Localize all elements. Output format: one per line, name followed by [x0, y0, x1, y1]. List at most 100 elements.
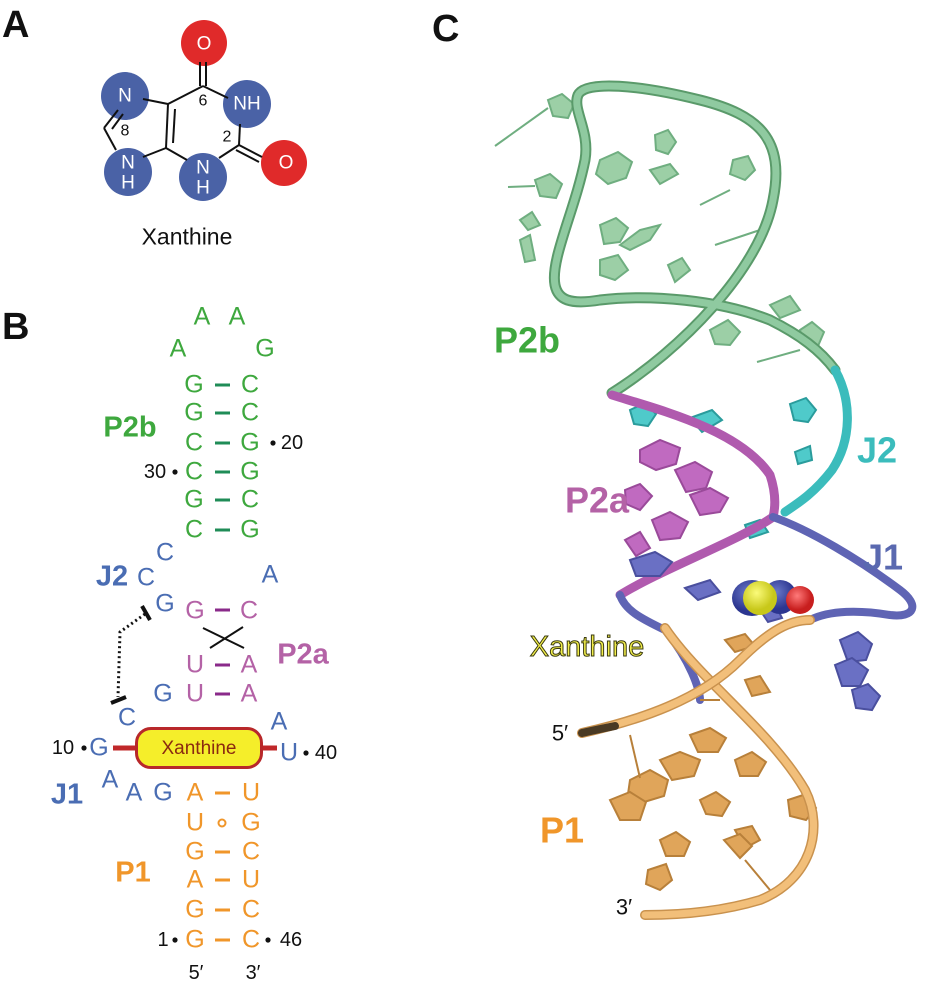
nucleotide: C: [184, 457, 204, 486]
nucleotide: A: [270, 707, 288, 736]
atom-circle-n3: [179, 153, 227, 201]
atom-n9: N: [121, 153, 135, 174]
nucleotide: C: [239, 596, 259, 625]
nucleotide: G: [241, 808, 261, 837]
interaction-tick-top: [140, 605, 152, 621]
p2b-label: P2b: [494, 320, 560, 361]
nucleotide: C: [241, 895, 261, 924]
p2b-sugar-links: [494, 107, 801, 363]
nucleotide: A: [186, 865, 204, 894]
atom-circle-n1: [223, 80, 271, 128]
number-dots: [81, 440, 309, 943]
nucleotide: U: [185, 679, 205, 708]
residue-number-46: 46: [279, 929, 303, 951]
nucleotide: G: [184, 398, 204, 427]
p1-label: P1: [540, 810, 584, 851]
xanthine-ligand-box: Xanthine: [135, 727, 263, 769]
atom-circle-n9: [104, 148, 152, 196]
p2b-backbone: [550, 82, 839, 397]
bonds: [103, 62, 263, 163]
molecule-name: Xanthine: [141, 223, 233, 250]
residue-number-40: 40: [314, 742, 338, 764]
nucleotide: G: [153, 679, 173, 708]
wobble-pair-circle: [217, 818, 227, 828]
nucleotide: G: [153, 778, 173, 807]
nucleotide: A: [125, 778, 143, 807]
p1-backbone-3: [641, 624, 818, 919]
position-6: 6: [199, 93, 208, 110]
nucleotide: G: [240, 457, 260, 486]
nucleotide: C: [136, 563, 156, 592]
nucleotide: G: [185, 895, 205, 924]
j1-label: J1: [863, 537, 903, 578]
panel-c-label: C: [432, 8, 460, 50]
p1-pair-dashes: [215, 791, 230, 942]
nucleotide: C: [184, 515, 204, 544]
nucleotide: C: [240, 370, 260, 399]
p2b-backbone-outline: [548, 80, 841, 399]
nucleotide: A: [240, 650, 258, 679]
atom-circle-o2: [261, 140, 307, 186]
nucleotide: C: [241, 925, 261, 954]
p2b-pair-dashes: [215, 383, 230, 532]
nucleotide: G: [89, 733, 109, 762]
nucleotide: C: [184, 428, 204, 457]
nucleotide: G: [185, 596, 205, 625]
three-prime-label: 3′: [616, 895, 632, 920]
p2a-label: P2a: [565, 480, 630, 521]
xanthine-label: Xanthine: [530, 631, 645, 663]
p2a-pair-dashes: [215, 608, 230, 696]
nucleotide: C: [155, 538, 175, 567]
five-prime-label: 5′: [552, 721, 568, 746]
atom-n7: N: [118, 86, 132, 107]
nucleotide: C: [241, 837, 261, 866]
nucleotide: C: [240, 398, 260, 427]
nucleotide: A: [101, 765, 119, 794]
xanthine-spacefill: [732, 580, 814, 616]
interaction-tick-bottom: [110, 695, 127, 705]
nucleotide: U: [279, 738, 299, 767]
five-prime-end: 5′: [188, 962, 204, 984]
nucleotide: G: [185, 837, 205, 866]
nucleotide: U: [185, 650, 205, 679]
nucleotide: U: [185, 808, 205, 837]
nucleotide: C: [240, 485, 260, 514]
nucleotide: G: [184, 485, 204, 514]
panel-b-label: B: [2, 306, 30, 348]
atom-n9-h: H: [121, 173, 135, 194]
residue-number-10: 10: [51, 737, 75, 759]
p2a-label: P2a: [277, 638, 329, 671]
j2-backbone: [780, 365, 852, 517]
nucleotide: G: [185, 925, 205, 954]
nucleotide: A: [186, 778, 204, 807]
p2a-backbone: [607, 390, 780, 600]
nucleotide: A: [169, 334, 187, 363]
p2b-label: P2b: [103, 411, 157, 444]
nucleotide: U: [241, 778, 261, 807]
nucleotide: G: [240, 428, 260, 457]
j1-backbone-right: [769, 513, 917, 624]
nucleotide: A: [228, 302, 246, 331]
crossed-pair-lines: [202, 626, 245, 649]
nucleotide: G: [155, 589, 175, 618]
nucleotide: A: [261, 560, 279, 589]
j1-label: J1: [50, 778, 84, 811]
atom-o6: O: [197, 34, 212, 55]
tertiary-interaction-dotted-line: [116, 612, 146, 698]
nucleotide: A: [193, 302, 211, 331]
position-2: 2: [223, 129, 232, 146]
j2-label: J2: [857, 430, 897, 471]
atom-n1: NH: [233, 94, 260, 115]
p1-sugar-links: [629, 699, 771, 891]
nucleotide: A: [240, 679, 258, 708]
p2b-nucleobases: [518, 92, 826, 348]
p2a-nucleobases: [623, 438, 730, 558]
residue-number-30: 30: [143, 461, 167, 483]
five-prime-terminus: [578, 722, 619, 737]
ligand-label: Xanthine: [161, 737, 237, 759]
p1-backbone-5: [578, 616, 814, 737]
nucleotide: G: [240, 515, 260, 544]
